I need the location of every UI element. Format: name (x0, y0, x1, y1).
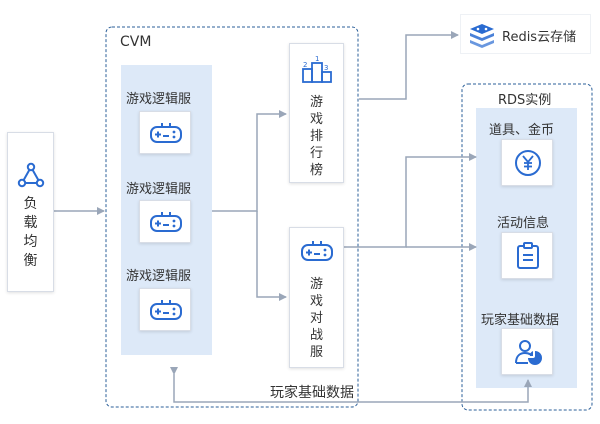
gamepad-icon (150, 123, 182, 143)
logic-server-3-label: 游戏逻辑服 (126, 269, 192, 284)
load-balancer-icon (17, 162, 45, 188)
svg-text:2: 2 (303, 61, 307, 69)
ranking-server[interactable]: 1 2 3 游戏排行榜 (289, 43, 344, 183)
clipboard-icon (517, 242, 539, 269)
logic-server-2-label: 游戏逻辑服 (126, 182, 192, 197)
yen-coin-icon (515, 150, 541, 176)
arrow-ranking-to-redis (359, 31, 459, 100)
cvm-label: CVM (120, 34, 152, 50)
redis-stack-icon (470, 24, 494, 48)
battle-server-label: 游戏对战服 (309, 277, 323, 360)
bottom-link-label: 玩家基础数据 (270, 385, 354, 401)
redis-node[interactable]: Redis云存储 (460, 14, 591, 54)
rds-item-activity[interactable] (501, 232, 553, 279)
rds-item-player[interactable] (501, 328, 553, 375)
logic-server-1-label: 游戏逻辑服 (126, 92, 192, 107)
battle-server[interactable]: 游戏对战服 (289, 227, 344, 368)
logic-server-2[interactable] (139, 200, 191, 243)
rds-title: RDS实例 (498, 93, 552, 108)
ranking-server-label: 游戏排行榜 (309, 95, 323, 178)
arrow-bottom-link (170, 367, 532, 403)
load-balancer-label: 负载均衡 (23, 196, 38, 269)
rds-item-coins-label: 道具、金币 (489, 123, 555, 138)
logic-server-3[interactable] (139, 288, 191, 331)
arrow-logic-to-ranking (212, 110, 287, 212)
logic-server-1[interactable] (139, 111, 191, 154)
gamepad-icon (150, 212, 182, 232)
user-chart-icon (515, 340, 542, 365)
svg-text:3: 3 (324, 64, 328, 72)
rds-item-coins[interactable] (501, 139, 553, 186)
svg-text:1: 1 (315, 55, 319, 63)
cvm-container (105, 26, 359, 408)
redis-label: Redis云存储 (502, 30, 577, 45)
gamepad-icon (301, 241, 333, 261)
gamepad-icon (150, 300, 182, 320)
podium-icon: 1 2 3 (302, 55, 332, 83)
rds-item-activity-label: 活动信息 (497, 216, 550, 231)
arrow-battle-to-items (344, 153, 477, 248)
load-balancer-node[interactable]: 负载均衡 (7, 132, 54, 292)
arrow-logic-to-battle (256, 211, 287, 301)
rds-item-player-label: 玩家基础数据 (481, 313, 560, 328)
